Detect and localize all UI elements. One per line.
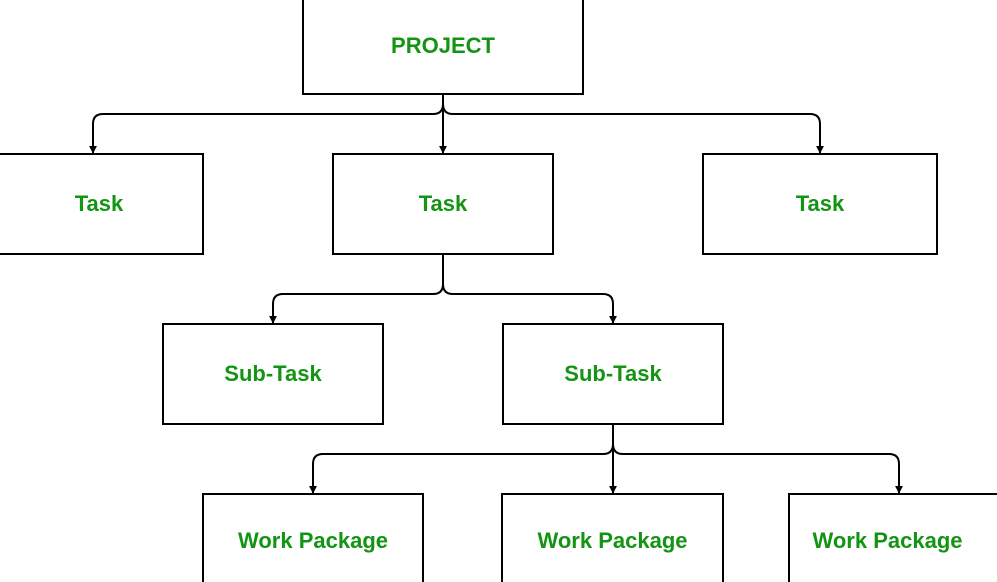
work-package-label: Work Package — [812, 527, 963, 553]
sub-task-label: Sub-Task — [564, 361, 662, 386]
task-label: Task — [418, 191, 468, 216]
work-package-node: Work Package — [788, 493, 997, 582]
connector-task-to-subtask-1 — [269, 254, 444, 324]
connector-subtask-to-work-package-3 — [612, 424, 903, 494]
project-label: PROJECT — [391, 32, 495, 58]
work-package-node: Work Package — [501, 493, 724, 582]
sub-task-label: Sub-Task — [224, 361, 322, 386]
task-label: Task — [795, 191, 845, 216]
project-node: PROJECT — [302, 0, 584, 95]
sub-task-node: Sub-Task — [162, 323, 384, 425]
task-node: Task — [332, 153, 554, 255]
connector-subtask-to-work-package-1 — [309, 424, 614, 494]
sub-task-node: Sub-Task — [502, 323, 724, 425]
connector-task-to-subtask-2 — [442, 254, 617, 324]
task-label: Task — [74, 191, 124, 216]
work-package-node: Work Package — [202, 493, 424, 582]
work-package-label: Work Package — [537, 527, 688, 553]
task-node: Task — [702, 153, 938, 255]
connector-project-to-task-3 — [442, 94, 824, 154]
work-package-label: Work Package — [237, 527, 388, 553]
connector-project-to-task-1 — [89, 94, 444, 154]
task-node: Task — [0, 153, 204, 255]
